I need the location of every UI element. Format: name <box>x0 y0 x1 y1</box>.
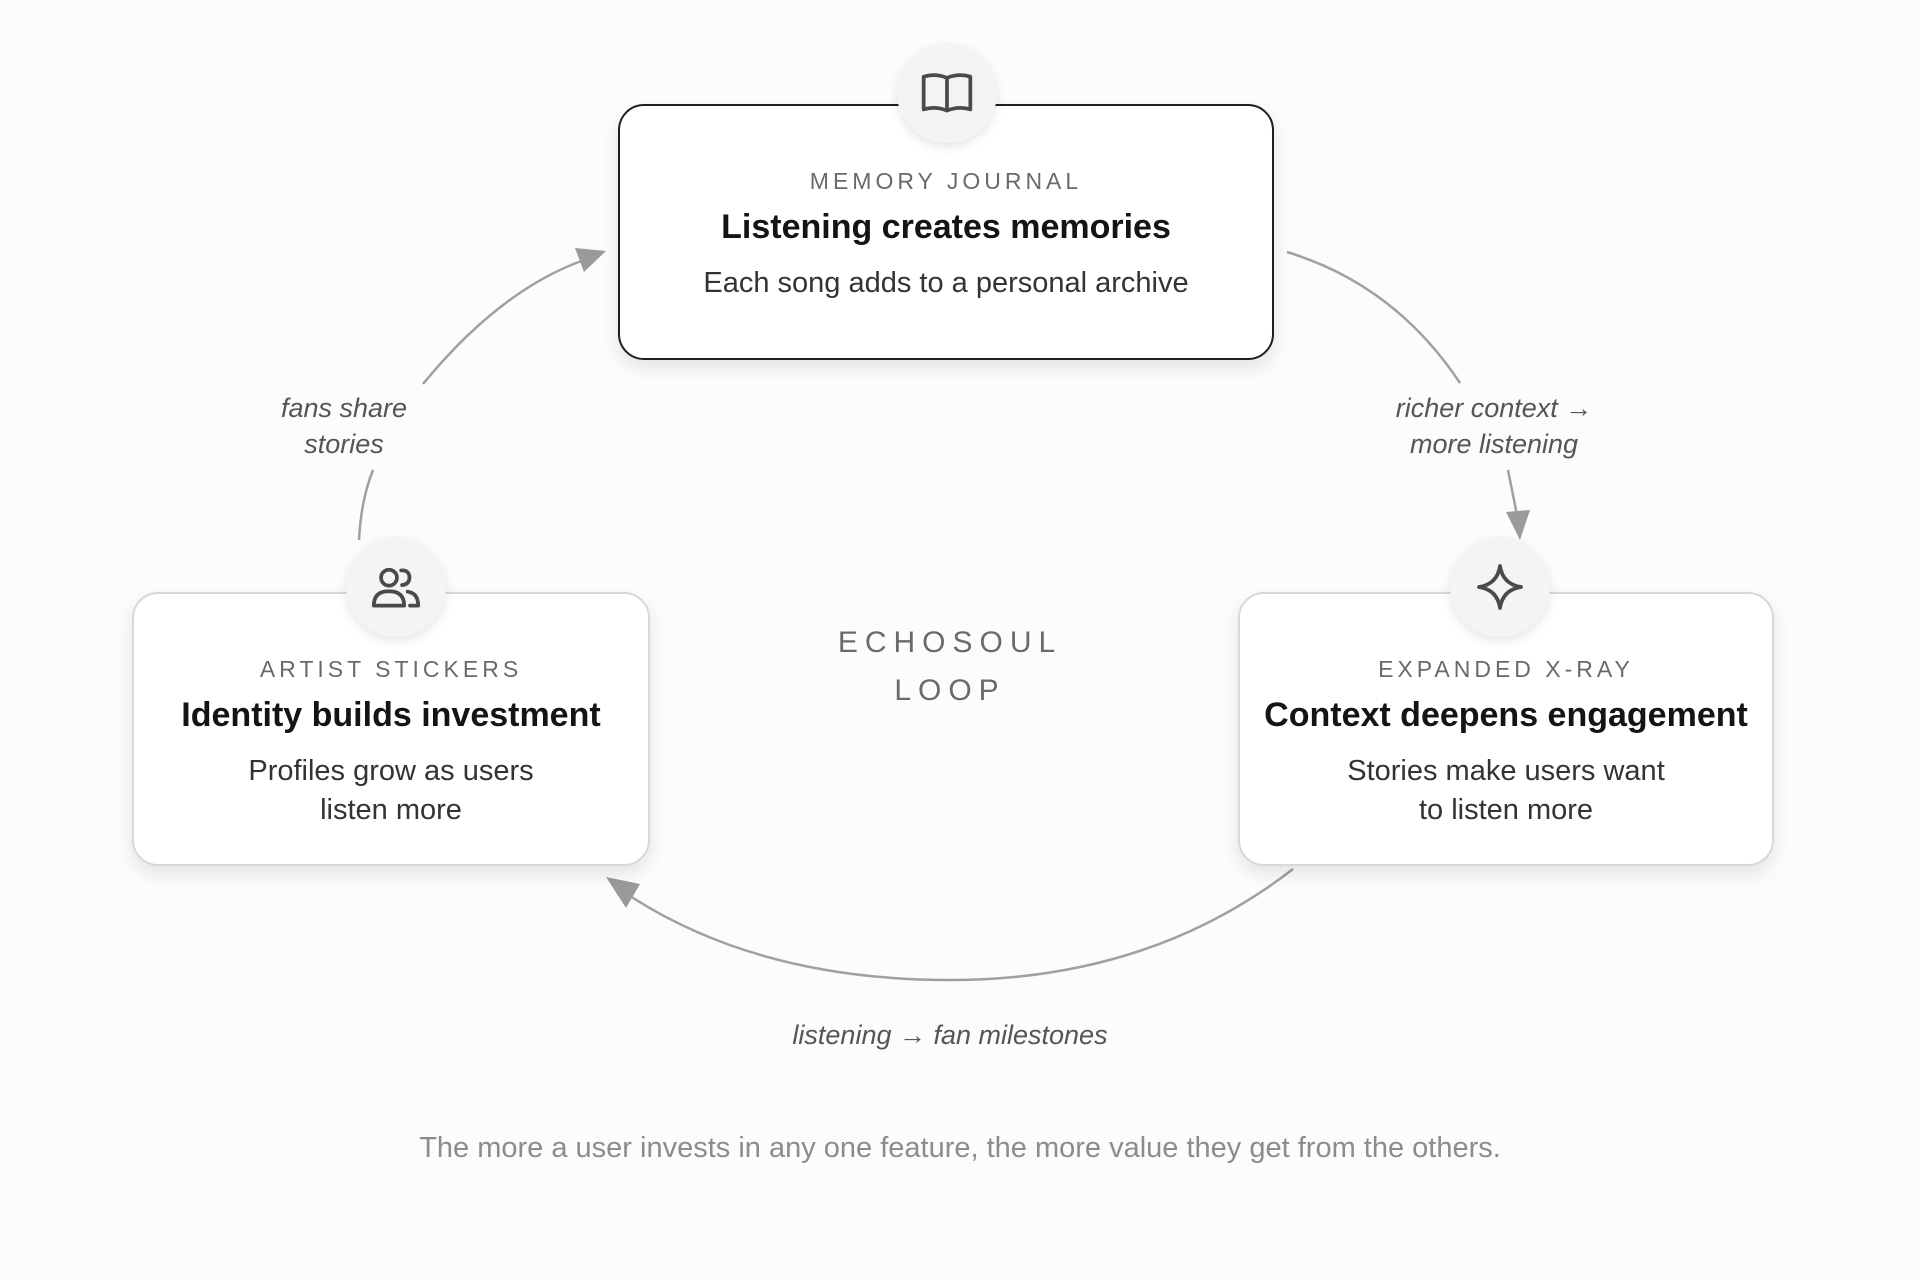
artist-stickers-eyebrow: ARTIST STICKERS <box>259 656 523 682</box>
arrow-stickers-to-journal-upper <box>422 258 585 385</box>
expanded-xray-description-line1: Stories make users want <box>1347 755 1665 787</box>
center-label-line2: LOOP <box>894 674 1006 707</box>
memory-journal-eyebrow: MEMORY JOURNAL <box>809 168 1083 194</box>
arrowhead-xray-to-stickers <box>606 877 640 908</box>
arrow-xray-to-stickers <box>629 868 1294 982</box>
expanded-xray-title: Context deepens engagement <box>1264 696 1748 734</box>
artist-stickers-badge <box>346 537 446 637</box>
edge-label-xray-to-stickers: listening → fan milestones <box>792 1020 1108 1050</box>
memory-journal-badge <box>897 43 997 143</box>
artist-stickers-description-line2: listen more <box>320 794 462 826</box>
artist-stickers-card: ARTIST STICKERS Identity builds investme… <box>132 592 650 866</box>
expanded-xray-description-line2: to listen more <box>1418 794 1594 826</box>
book-open-icon <box>921 73 973 113</box>
memory-journal-card: MEMORY JOURNAL Listening creates memorie… <box>618 104 1274 360</box>
edge-label-journal-to-xray-line1: richer context → <box>1395 393 1593 423</box>
footer-caption: The more a user invests in any one featu… <box>419 1132 1501 1164</box>
arrowhead-stickers-to-journal <box>575 248 606 272</box>
expanded-xray-card: EXPANDED X-RAY Context deepens engagemen… <box>1238 592 1774 866</box>
expanded-xray-badge <box>1450 537 1550 637</box>
artist-stickers-description-line1: Profiles grow as users <box>248 755 534 787</box>
arrowhead-journal-to-xray <box>1506 510 1530 540</box>
arrow-stickers-to-journal-lower <box>357 469 375 541</box>
edge-label-stickers-to-journal-line1: fans share <box>280 393 408 423</box>
sparkle-icon <box>1477 564 1523 610</box>
center-label-line1: ECHOSOUL <box>837 626 1063 659</box>
artist-stickers-title: Identity builds investment <box>181 696 601 734</box>
edge-label-journal-to-xray-line2: more listening <box>1409 429 1579 459</box>
arrow-journal-to-xray-upper <box>1286 250 1462 384</box>
users-icon <box>371 567 421 608</box>
memory-journal-description: Each song adds to a personal archive <box>703 267 1189 299</box>
memory-journal-title: Listening creates memories <box>721 208 1171 246</box>
expanded-xray-eyebrow: EXPANDED X-RAY <box>1378 656 1634 682</box>
edge-label-stickers-to-journal-line2: stories <box>304 429 384 459</box>
